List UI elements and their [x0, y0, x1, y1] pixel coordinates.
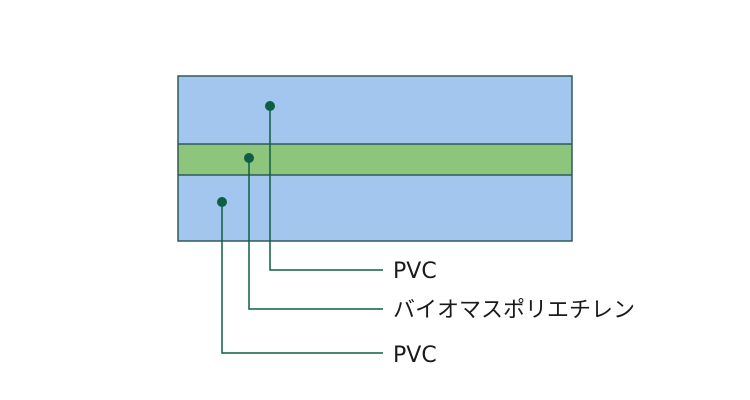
labels: PVC バイオマスポリエチレン PVC: [393, 259, 635, 368]
leader-line-middle: [248, 158, 383, 310]
marker-dot-top: [265, 101, 275, 111]
marker-dot-bottom: [217, 197, 227, 207]
layer-stack: [177, 75, 573, 242]
stack-outline: [177, 75, 573, 242]
layer-middle-biomass-polyethylene: [178, 144, 572, 175]
leader-lines: [217, 101, 383, 354]
label-middle-layer: バイオマスポリエチレン: [393, 298, 635, 323]
label-top-layer: PVC: [393, 259, 437, 284]
label-bottom-layer: PVC: [393, 343, 437, 368]
layer-bottom-pvc: [178, 175, 572, 241]
leader-line-top: [269, 106, 383, 271]
marker-dot-middle: [244, 153, 254, 163]
layer-top-pvc: [178, 76, 572, 144]
leader-line-bottom: [221, 202, 383, 354]
